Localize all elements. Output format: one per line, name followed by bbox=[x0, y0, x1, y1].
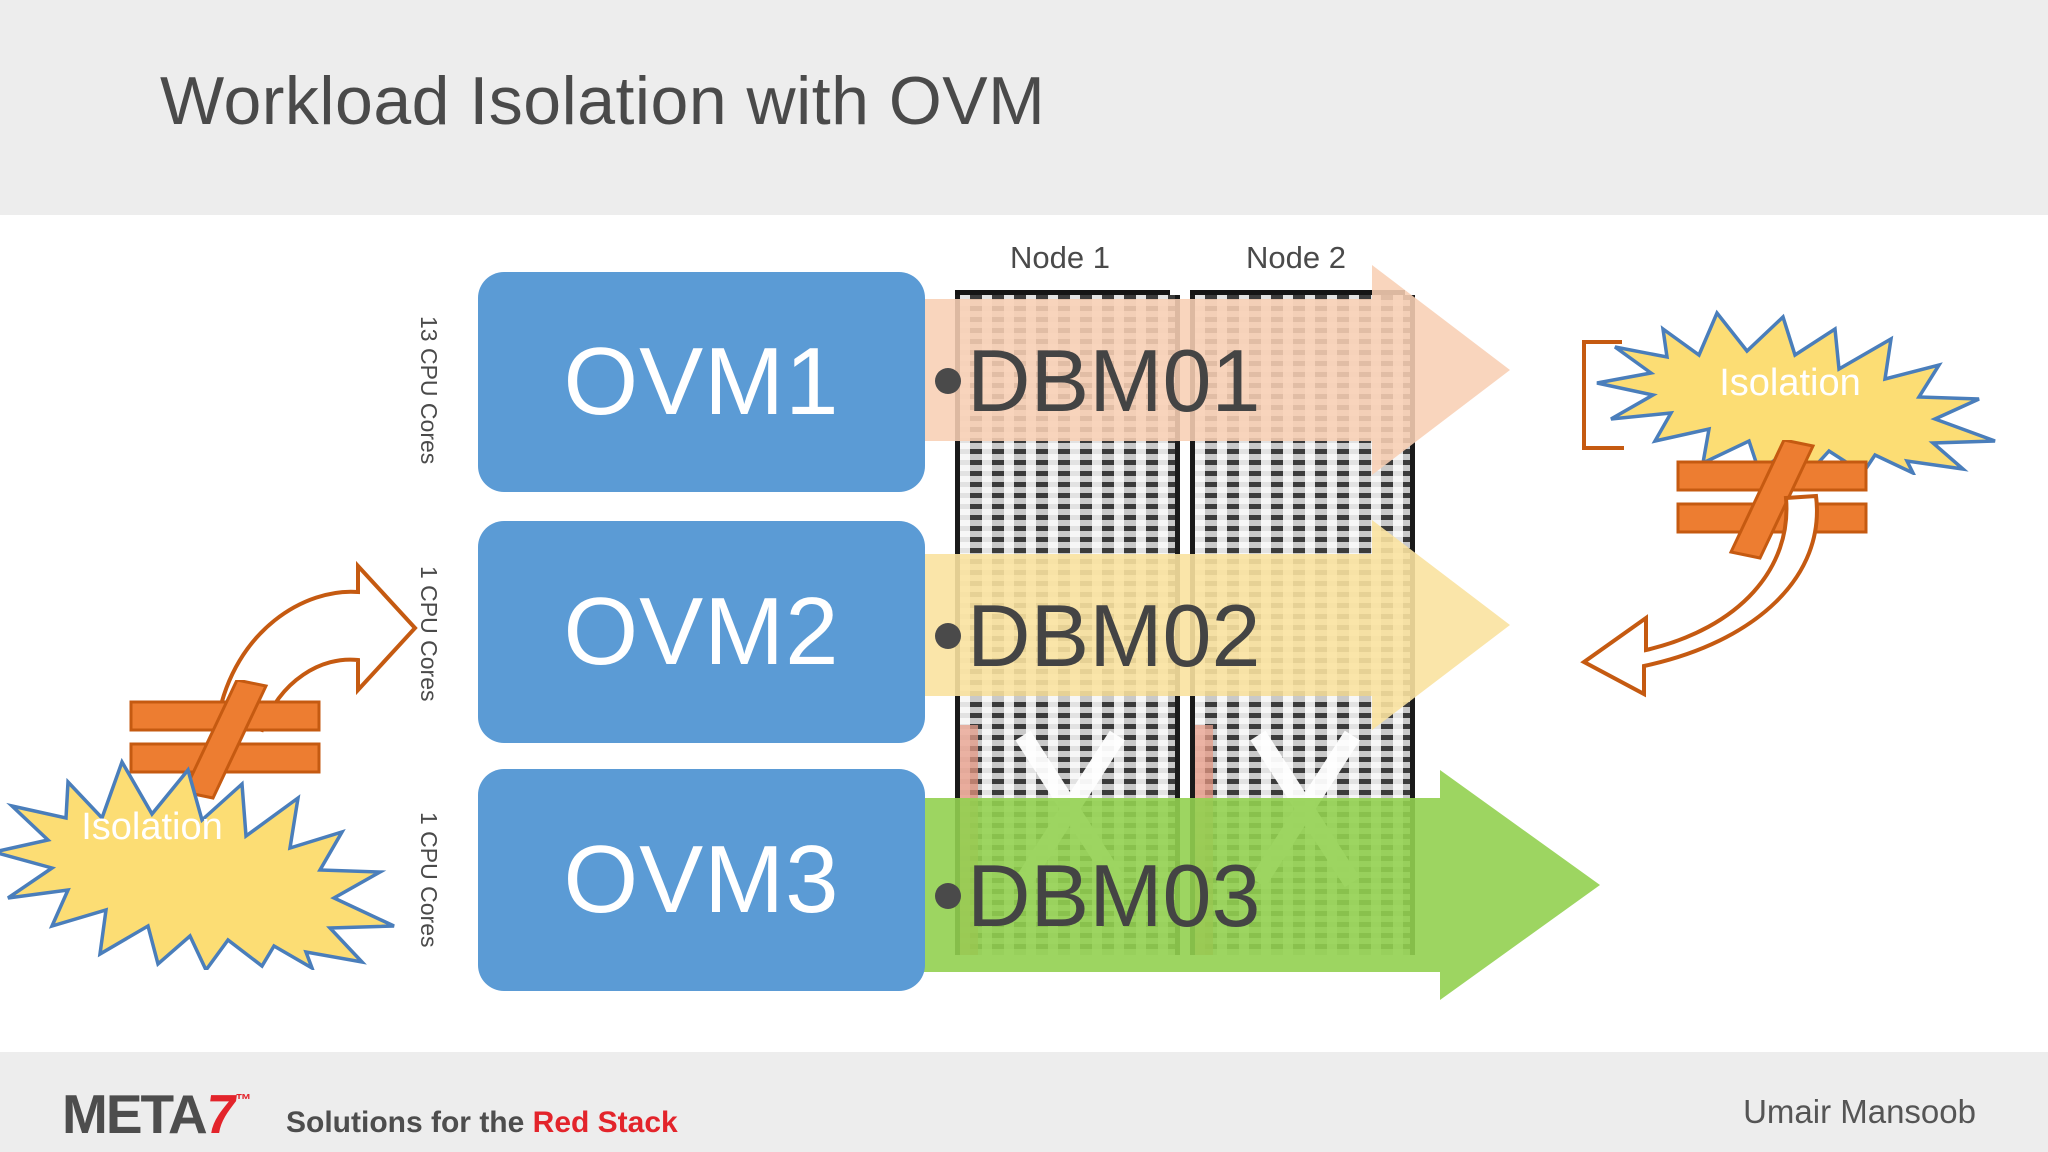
tagline-prefix: Solutions for the bbox=[286, 1106, 533, 1139]
dbm-label-1-row: DBM01 bbox=[935, 330, 1260, 432]
dbm-label-2: DBM02 bbox=[967, 586, 1261, 685]
dbm-label-3-row: DBM03 bbox=[935, 845, 1260, 947]
meta7-logo: META 7 ™ bbox=[62, 1082, 252, 1146]
ovm-box-3-label: OVM3 bbox=[563, 826, 840, 933]
footer-tagline: Solutions for the Red Stack bbox=[286, 1106, 678, 1140]
isolation-burst-left bbox=[0, 757, 395, 970]
not-equals-icon-left bbox=[129, 680, 321, 800]
node-label-2: Node 2 bbox=[1246, 240, 1346, 275]
ovm-box-3[interactable]: OVM3 bbox=[478, 769, 925, 991]
dbm-label-1: DBM01 bbox=[967, 331, 1261, 430]
not-equals-icon-right bbox=[1676, 440, 1868, 560]
node-label-1: Node 1 bbox=[1010, 240, 1110, 275]
bullet-icon bbox=[935, 883, 961, 909]
slide-header-band bbox=[0, 0, 2048, 215]
dbm-arrow-1 bbox=[920, 265, 1510, 475]
cpu-cores-label-3: 1 CPU Cores bbox=[416, 812, 442, 948]
node-rule-2 bbox=[1190, 290, 1405, 297]
tagline-highlight: Red Stack bbox=[532, 1106, 678, 1139]
ovm-box-1-label: OVM1 bbox=[563, 328, 840, 435]
bullet-icon bbox=[935, 623, 961, 649]
dbm-label-3: DBM03 bbox=[967, 846, 1261, 945]
isolation-right-label: Isolation bbox=[1719, 362, 1861, 404]
isolation-burst-right bbox=[1596, 309, 1996, 475]
dbm-arrow-2 bbox=[920, 520, 1510, 730]
node-rule-1 bbox=[955, 290, 1170, 297]
logo-trademark-symbol: ™ bbox=[235, 1092, 252, 1109]
ovm-box-2-label: OVM2 bbox=[563, 578, 840, 685]
page-title: Workload Isolation with OVM bbox=[160, 63, 1046, 139]
footer-author: Umair Mansoob bbox=[1743, 1093, 1976, 1130]
isolation-right-curved-arrow bbox=[1580, 493, 1819, 698]
logo-meta-text: META bbox=[62, 1083, 208, 1145]
logo-seven-text: 7 bbox=[201, 1083, 239, 1145]
isolation-left-label: Isolation bbox=[81, 806, 223, 848]
ovm-box-2[interactable]: OVM2 bbox=[478, 521, 925, 743]
slide-footer-band bbox=[0, 1052, 2048, 1152]
cpu-cores-label-1: 13 CPU Cores bbox=[416, 316, 442, 465]
dbm-arrow-3 bbox=[920, 770, 1600, 1000]
ovm-box-1[interactable]: OVM1 bbox=[478, 272, 925, 492]
dbm-label-2-row: DBM02 bbox=[935, 585, 1260, 687]
isolation-left-curved-arrow bbox=[215, 560, 418, 733]
bullet-icon bbox=[935, 368, 961, 394]
isolation-right-connector bbox=[1582, 340, 1624, 450]
